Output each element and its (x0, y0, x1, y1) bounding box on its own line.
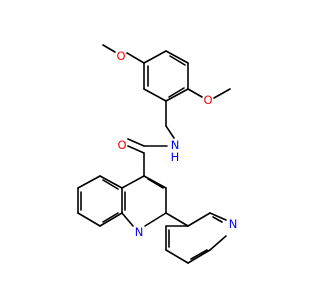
bond-methyl-top (102, 44, 116, 53)
atom-label-o-carbonyl: O (117, 138, 126, 152)
bond-b-1 (99, 175, 123, 189)
bond-c-o-1 (127, 138, 145, 147)
bond-ring-o-right (187, 88, 203, 98)
bond-c-o-2 (127, 145, 145, 154)
bond-ring-e (143, 88, 167, 102)
dbl-b-bottom (102, 212, 119, 223)
bond-ring-a (143, 50, 167, 64)
dbl-b-top (102, 179, 119, 190)
dbl-ring-top (169, 55, 186, 66)
atom-label-n-quinoline: N (135, 225, 144, 239)
molecule-svg: O O O N H N N (77, 44, 237, 264)
bond-q-py (165, 212, 189, 227)
bond-b-2 (77, 175, 101, 189)
atom-label-o-methoxy-right: O (203, 93, 212, 107)
bond-o-ring-top (126, 52, 145, 64)
atom-label-n-pyridine: N (229, 217, 238, 231)
bond-ring-n2 (165, 125, 175, 139)
atom-label-n-amide: N (171, 138, 180, 152)
bond-ring-b (165, 50, 189, 64)
bond-py-2 (209, 212, 227, 221)
bond-py-5 (165, 249, 189, 264)
atom-label-layer: O O O N H N N (116, 49, 237, 239)
molecule-diagram: O O O N H N N (77, 44, 237, 264)
dbl-ring-bottom (168, 87, 185, 98)
bond-py-3 (209, 235, 227, 251)
bond-q-1 (121, 175, 145, 189)
bond-b-5 (99, 212, 123, 227)
bond-methyl-right (213, 88, 231, 99)
bond-q-6 (143, 175, 167, 189)
dbl-py-bottom (190, 249, 208, 260)
atom-label-h-amide: H (171, 150, 180, 164)
bond-py-4 (187, 249, 211, 264)
bond-py-1 (187, 212, 211, 227)
bond-b-4 (77, 212, 101, 227)
bond-ring-d (165, 88, 189, 102)
bond-q-3 (121, 212, 134, 227)
bond-q-4 (144, 212, 167, 227)
dbl-py-right (212, 216, 223, 223)
bond-layer (77, 44, 231, 264)
atom-label-o-methoxy-top: O (116, 49, 125, 63)
dbl-q-top (147, 178, 164, 189)
